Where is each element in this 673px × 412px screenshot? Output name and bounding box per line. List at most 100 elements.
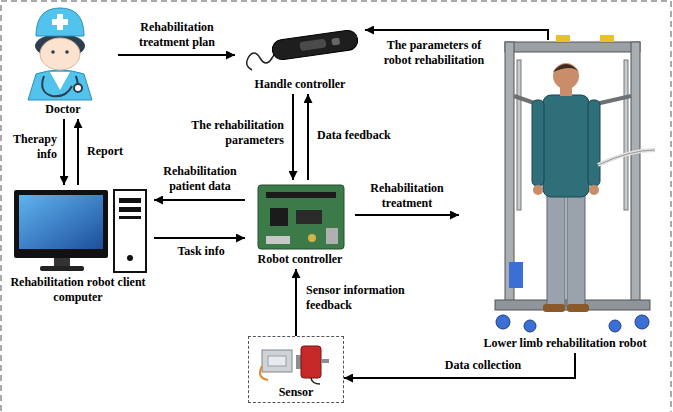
lower-limb-robot-image	[598, 150, 655, 165]
sensor-image	[301, 346, 321, 378]
doctor-node: Doctor	[8, 2, 118, 119]
doctor-icon	[36, 8, 84, 36]
edge-label: Rehabilitation treatment	[360, 181, 454, 211]
connector-arrow	[295, 269, 297, 336]
node-caption: Lower limb rehabilitation robot	[459, 336, 671, 351]
controller-board-image	[258, 185, 344, 249]
lower-limb-robot-image	[600, 35, 614, 42]
doctor-icon	[28, 8, 92, 100]
computer-image	[119, 216, 141, 219]
computer-image	[14, 190, 146, 272]
edge-label: Task info	[158, 244, 244, 259]
doctor-icon	[28, 70, 92, 100]
lower-limb-robot-image	[495, 35, 655, 332]
edge-label: Therapy info	[3, 132, 59, 162]
edge-label: Sensor information feedback	[304, 283, 426, 313]
edge-label: Report	[85, 144, 145, 159]
lower-limb-robot-image	[553, 64, 579, 72]
sensor-image	[311, 378, 320, 384]
doctor-icon	[52, 19, 68, 25]
connector-arrow	[118, 54, 235, 56]
lower-limb-robot-image	[543, 95, 589, 197]
computer-image	[127, 255, 133, 261]
lower-limb-robot-image	[567, 304, 589, 312]
lower-limb-robot-image	[553, 63, 579, 89]
edge-label: Data collection	[428, 358, 538, 373]
connector-arrow	[344, 353, 575, 378]
edge-label: The rehabilitation parameters	[172, 118, 286, 148]
sensor-image	[260, 346, 329, 384]
handle-controller-image	[247, 58, 252, 70]
lower-limb-robot-image	[598, 150, 655, 165]
node-caption: Doctor	[8, 102, 118, 117]
lower-limb-robot-image	[624, 60, 628, 210]
lower-limb-robot-image	[524, 320, 536, 332]
lower-limb-robot-image	[509, 262, 523, 288]
edge-label: Data feedback	[315, 128, 415, 143]
handle-controller-image	[271, 29, 359, 61]
node-caption: Rehabilitation robot client computer	[2, 275, 154, 305]
node-caption: Handle controller	[235, 77, 365, 92]
lower-limb-robot-image	[567, 195, 585, 307]
lower-limb-robot-image	[543, 304, 565, 312]
computer-image	[19, 195, 103, 249]
handle-controller-image	[271, 29, 359, 61]
connector-arrow	[77, 119, 79, 185]
computer-image	[14, 190, 108, 258]
doctor-icon	[74, 84, 82, 92]
controller-board-image	[270, 208, 288, 226]
doctor-icon	[65, 50, 69, 54]
lower-limb-robot-image	[556, 35, 570, 42]
doctor-icon	[51, 50, 55, 54]
controller-board-image	[266, 192, 336, 198]
lower-limb-robot-image	[547, 195, 565, 307]
computer-image	[40, 266, 84, 271]
doctor-icon	[42, 76, 72, 96]
controller-board-image	[266, 236, 290, 244]
lower-limb-robot-image	[505, 42, 640, 52]
node-caption: Sensor	[249, 385, 343, 400]
lower-limb-robot-image	[532, 100, 544, 186]
computer-image	[114, 190, 146, 272]
edge-label: Rehabilitation patient data	[155, 164, 245, 194]
sensor-image	[268, 356, 286, 366]
computer-image	[119, 198, 141, 203]
connector-arrow	[154, 199, 245, 201]
controller-board-image	[326, 228, 338, 244]
sensor-node: Sensor	[248, 336, 344, 403]
handle-controller-image	[299, 39, 326, 52]
sensor-image	[296, 355, 301, 369]
connector-arrow	[307, 94, 309, 180]
handle-controller-image	[331, 38, 340, 46]
controller-board-image	[308, 234, 316, 242]
connector-arrow	[292, 94, 294, 180]
lower-limb-robot-image	[631, 42, 640, 304]
lower-limb-robot-image	[589, 185, 599, 195]
lower-limb-robot-image	[533, 185, 543, 195]
connector-arrow	[63, 119, 65, 185]
computer-node: Rehabilitation robot client computer	[2, 185, 154, 307]
lower-limb-robot-image	[609, 320, 621, 332]
doctor-icon	[50, 72, 70, 90]
handle-node: Handle controller	[235, 15, 365, 94]
handle-controller-image	[247, 29, 359, 70]
lower-limb-robot-image	[517, 60, 521, 210]
controller-board-image	[258, 185, 344, 249]
controller-node: Robot controller	[245, 180, 355, 269]
doctor-icon	[40, 38, 80, 70]
sensor-image	[321, 359, 329, 363]
connector-arrow	[355, 214, 459, 216]
computer-image	[119, 207, 141, 212]
computer-image	[54, 258, 70, 266]
robot-node: Lower limb rehabilitation robot	[459, 40, 671, 353]
edge-label: Rehabilitation treatment plan	[124, 20, 230, 50]
connector-arrow	[154, 237, 245, 239]
lower-limb-robot-image	[588, 100, 600, 186]
node-caption: Robot controller	[245, 252, 355, 267]
edge-label: The parameters of robot rehabilitation	[370, 38, 498, 68]
lower-limb-robot-image	[496, 315, 510, 329]
